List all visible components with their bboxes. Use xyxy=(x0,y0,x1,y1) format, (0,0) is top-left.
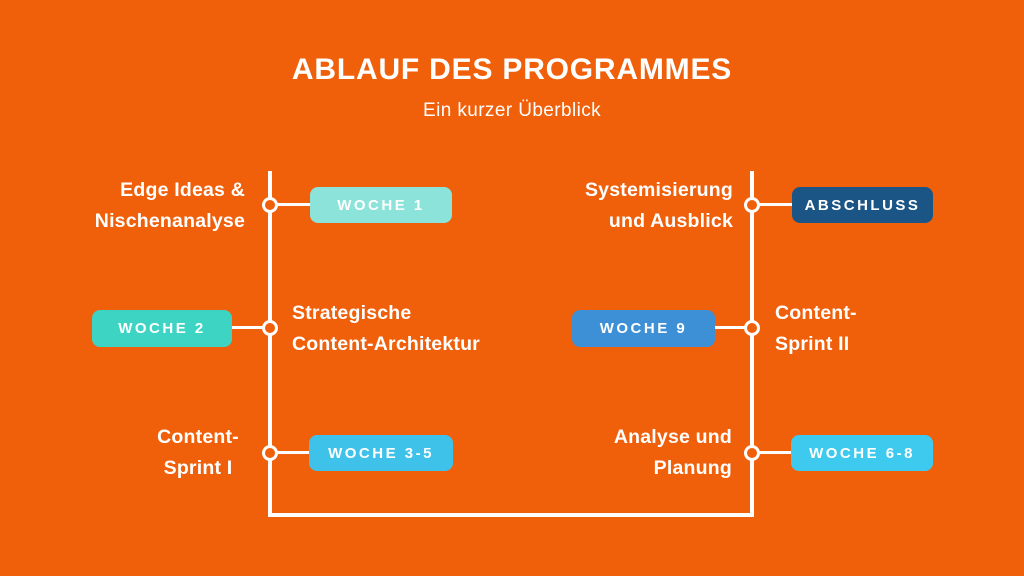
badge-woche-9: WOCHE 9 xyxy=(572,310,715,347)
connector-stub-woche-3-5 xyxy=(270,451,314,454)
connector-stub-woche-6-8 xyxy=(752,451,795,454)
step-label-line: Content- xyxy=(775,302,857,324)
connector-stub-abschluss xyxy=(752,203,796,206)
step-label-systemisierung-und-ausblick: Systemisierung und Ausblick xyxy=(585,175,733,237)
badge-abschluss: ABSCHLUSS xyxy=(792,187,933,223)
step-label-line: Strategische xyxy=(292,302,412,324)
step-label-line: Planung xyxy=(653,457,732,479)
badge-woche-2: WOCHE 2 xyxy=(92,310,232,347)
timeline-node-woche-2 xyxy=(262,320,278,336)
timeline-node-woche-9 xyxy=(744,320,760,336)
step-label-line: Sprint II xyxy=(775,333,850,355)
connector-stub-woche-9 xyxy=(712,326,754,329)
step-label-edge-ideas: Edge Ideas & Nischenanalyse xyxy=(95,175,245,237)
page-title: ABLAUF DES PROGRAMMES xyxy=(291,53,733,86)
timeline-node-woche-6-8 xyxy=(744,445,760,461)
timeline-right-line xyxy=(750,171,754,517)
badge-woche-3-5: WOCHE 3-5 xyxy=(309,435,453,471)
timeline-left-line xyxy=(268,171,272,517)
step-label-line: Nischenanalyse xyxy=(94,210,245,232)
connector-stub-woche-1 xyxy=(270,203,315,206)
step-label-content-sprint-1: Content- Sprint I xyxy=(108,422,288,484)
step-label-line: Systemisierung xyxy=(584,179,733,201)
step-label-line: Content- xyxy=(157,426,239,448)
timeline-bottom-connector-line xyxy=(268,513,754,517)
step-label-line: Analyse und xyxy=(613,426,732,448)
connector-stub-woche-2 xyxy=(229,326,272,329)
step-label-content-sprint-2: Content- Sprint II xyxy=(775,298,857,360)
page-subtitle: Ein kurzer Überblick xyxy=(423,100,601,121)
badge-woche-6-8: WOCHE 6-8 xyxy=(791,435,933,471)
step-label-line: Sprint I xyxy=(163,457,233,479)
step-label-analyse-und-planung: Analyse und Planung xyxy=(614,422,732,484)
step-label-strategische-content-architektur: Strategische Content-Architektur xyxy=(292,298,480,360)
timeline-node-woche-1 xyxy=(262,197,278,213)
step-label-line: Edge Ideas & xyxy=(120,179,245,201)
badge-woche-1: WOCHE 1 xyxy=(310,187,452,223)
timeline-node-woche-3-5 xyxy=(262,445,278,461)
step-label-line: und Ausblick xyxy=(608,210,733,232)
timeline-node-abschluss xyxy=(744,197,760,213)
step-label-line: Content-Architektur xyxy=(292,333,480,355)
